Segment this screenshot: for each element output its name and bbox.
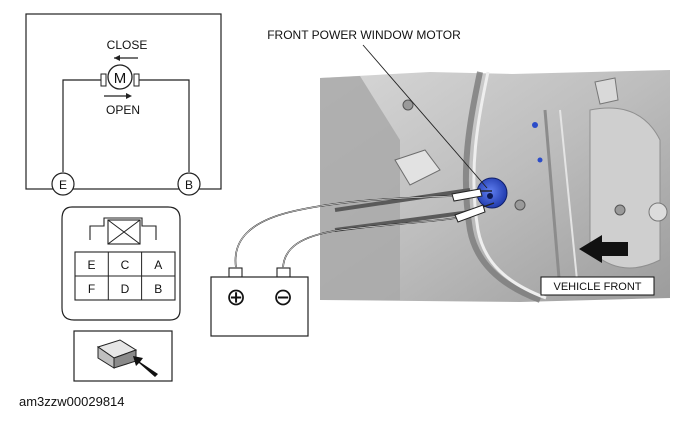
door-shadow-left xyxy=(320,76,400,300)
motor-symbol xyxy=(107,64,133,90)
door-flange-curve xyxy=(462,71,542,303)
connector-face: E C A F D B xyxy=(61,206,181,321)
positive-lead-wire-inner xyxy=(235,195,453,269)
motor-callout-leader xyxy=(362,44,488,189)
door-bolt-blue xyxy=(532,122,538,128)
negative-probe xyxy=(454,204,486,223)
motor-brush-left xyxy=(100,73,107,87)
door-bolt xyxy=(402,99,414,111)
terminal-e-label: E xyxy=(59,178,67,192)
schematic-frame xyxy=(25,13,222,190)
pin-label: B xyxy=(154,282,162,296)
negative-lead-wire-inner xyxy=(282,217,457,269)
battery-terminal-post xyxy=(228,267,243,278)
door-bolt-blue xyxy=(537,157,543,163)
door-hinge-block xyxy=(594,77,619,105)
connector-view-icon xyxy=(73,330,173,382)
battery-positive: ⊕ xyxy=(226,284,246,311)
circuit-wire xyxy=(62,79,190,172)
motor-symbol-letter: M xyxy=(114,70,127,87)
window-regulator-rail xyxy=(334,188,471,232)
negative-probe-tip xyxy=(482,202,495,208)
door-flange-highlight xyxy=(472,71,547,300)
battery: ⊕ ⊖ xyxy=(210,267,309,337)
door-clip xyxy=(648,202,668,222)
lock-cross xyxy=(107,219,141,245)
pin-label: E xyxy=(87,258,95,272)
motor-terminal xyxy=(487,193,493,199)
pin-label: D xyxy=(121,282,130,296)
door-bracket xyxy=(394,149,441,186)
door-bolt xyxy=(614,204,626,216)
motor-brush-right xyxy=(133,73,140,87)
terminal-b-label: B xyxy=(185,178,193,192)
pin-label: C xyxy=(121,258,130,272)
view-arrow-icon xyxy=(133,356,158,377)
terminal-e xyxy=(51,172,75,196)
open-arrowhead xyxy=(126,93,132,99)
image-code: am3zzw00029814 xyxy=(19,394,125,409)
battery-body xyxy=(210,276,309,337)
door-photo xyxy=(320,70,670,303)
connector-lock-tab xyxy=(89,217,157,240)
terminal-b xyxy=(177,172,201,196)
vehicle-front-label-box xyxy=(540,276,655,296)
door-rib xyxy=(543,109,562,291)
battery-terminal-post xyxy=(276,267,291,278)
pin-label: F xyxy=(88,282,95,296)
door-right-panel xyxy=(589,107,661,269)
vehicle-front-label: VEHICLE FRONT xyxy=(553,281,641,293)
close-label: CLOSE xyxy=(107,38,148,52)
vehicle-front-arrow xyxy=(579,235,628,263)
door-rib xyxy=(559,109,579,291)
pin-label: A xyxy=(154,258,162,272)
battery-negative: ⊖ xyxy=(273,284,293,311)
positive-probe xyxy=(451,188,483,202)
motor-callout-label: FRONT POWER WINDOW MOTOR xyxy=(267,28,461,42)
close-arrowhead xyxy=(114,55,120,61)
door-bolt xyxy=(514,199,526,211)
pin-grid-lines xyxy=(75,252,175,300)
open-label: OPEN xyxy=(106,103,140,117)
wiring-schematic: M CLOSE OPEN E B xyxy=(25,13,222,196)
